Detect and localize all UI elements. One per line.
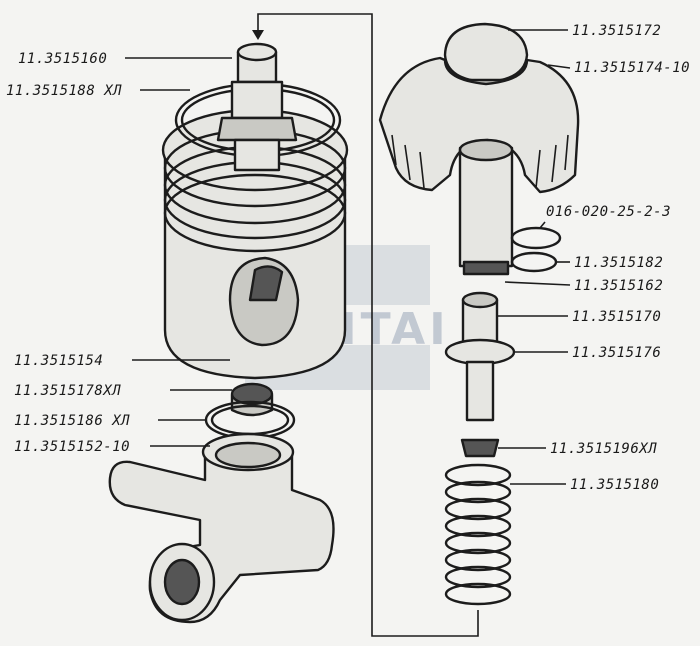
label-11-3515170: 11.3515170 — [572, 309, 661, 325]
label-11-3515160: 11.3515160 — [18, 51, 107, 67]
label-016-020-25-2-3: 016-020-25-2-3 — [546, 204, 671, 220]
leader-lines — [125, 29, 571, 485]
spring — [444, 463, 512, 606]
label-11-3515162: 11.3515162 — [574, 278, 663, 294]
assembly-connector-line — [257, 13, 479, 637]
tee-body — [108, 432, 335, 624]
label-11-3515174: 11.3515174-10 — [574, 60, 690, 76]
label-11-3515186: 11.3515186 ХЛ — [14, 413, 130, 429]
label-11-3515154: 11.3515154 — [14, 353, 103, 369]
top-fitting — [216, 42, 298, 172]
assembly-arrow — [252, 30, 264, 40]
snap-ring — [510, 226, 562, 250]
label-11-3515172: 11.3515172 — [572, 23, 661, 39]
retaining-ring — [510, 251, 558, 273]
ribbed-lid — [378, 56, 580, 194]
label-11-3515176: 11.3515176 — [572, 345, 661, 361]
label-11-3515188: 11.3515188 ХЛ — [6, 83, 122, 99]
label-11-3515182: 11.3515182 — [574, 255, 663, 271]
label-11-3515178: 11.3515178ХЛ — [14, 383, 121, 399]
piston-assembly — [444, 291, 516, 422]
label-11-3515180: 11.3515180 — [570, 477, 659, 493]
valve-seal — [460, 438, 500, 458]
small-cap — [230, 382, 274, 417]
label-11-3515196: 11.3515196ХЛ — [550, 441, 657, 457]
inner-tube — [458, 138, 514, 276]
label-11-3515152: 11.3515152-10 — [14, 439, 130, 455]
